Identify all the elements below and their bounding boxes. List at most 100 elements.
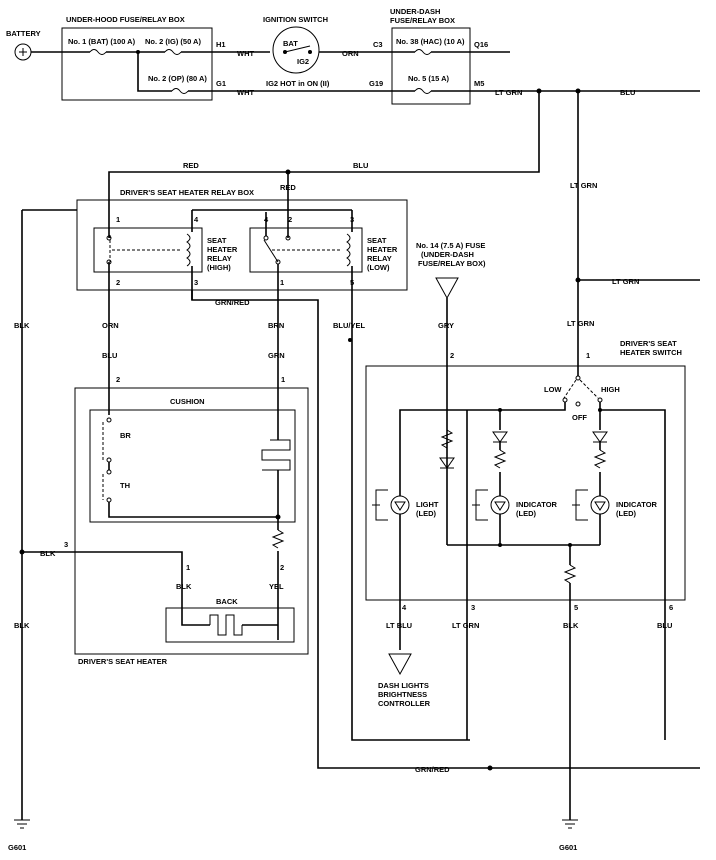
back-heater: [165, 607, 295, 643]
svg-text:No. 38 (HAC) (10 A): No. 38 (HAC) (10 A): [396, 37, 465, 46]
drivers-seat-heater-switch: [365, 365, 686, 601]
svg-text:BR: BR: [120, 431, 131, 440]
svg-text:SEAT: SEAT: [367, 236, 387, 245]
drivers-seat-heater: [74, 387, 309, 655]
battery-label: BATTERY: [6, 29, 41, 38]
svg-text:LT GRN: LT GRN: [495, 88, 522, 97]
relay-high: [93, 227, 203, 273]
svg-text:1: 1: [116, 215, 120, 224]
ignition-switch-label: IGNITION SWITCH: [263, 15, 328, 24]
svg-text:3: 3: [194, 278, 198, 287]
svg-text:No. 2 (OP) (80 A): No. 2 (OP) (80 A): [148, 74, 207, 83]
svg-text:BLK: BLK: [176, 582, 192, 591]
svg-text:BACK: BACK: [216, 597, 238, 606]
ignition-switch: [272, 26, 320, 74]
svg-text:LT GRN: LT GRN: [567, 319, 594, 328]
fuse14-triangle-icon: [435, 277, 459, 300]
svg-text:(LED): (LED): [616, 509, 636, 518]
svg-text:LT GRN: LT GRN: [612, 277, 639, 286]
svg-text:FUSE/RELAY BOX: FUSE/RELAY BOX: [390, 16, 455, 25]
svg-text:LT GRN: LT GRN: [570, 181, 597, 190]
ground-left-icon: [14, 819, 30, 829]
svg-text:INDICATOR: INDICATOR: [516, 500, 558, 509]
underdash-fuse-box: [391, 27, 471, 105]
svg-text:6: 6: [669, 603, 673, 612]
back-resistor: [271, 529, 285, 549]
svg-text:M5: M5: [474, 79, 484, 88]
svg-text:BLK: BLK: [14, 321, 30, 330]
ground-right-icon: [562, 819, 578, 829]
svg-text:GRN/RED: GRN/RED: [215, 298, 250, 307]
svg-text:BLU: BLU: [353, 161, 368, 170]
svg-text:LT BLU: LT BLU: [386, 621, 412, 630]
svg-text:HIGH: HIGH: [601, 385, 620, 394]
svg-text:CONTROLLER: CONTROLLER: [378, 699, 431, 708]
svg-text:BLK: BLK: [40, 549, 56, 558]
svg-text:(LED): (LED): [416, 509, 436, 518]
svg-text:BLU: BLU: [102, 351, 117, 360]
svg-text:1: 1: [586, 351, 590, 360]
svg-text:BLK: BLK: [563, 621, 579, 630]
svg-text:1: 1: [186, 563, 190, 572]
svg-text:IG2 HOT in ON (II): IG2 HOT in ON (II): [266, 79, 330, 88]
svg-text:G1: G1: [216, 79, 226, 88]
fuse-bat-symbol: [89, 49, 107, 55]
seat-heater-relay-box: [76, 199, 408, 291]
svg-text:WHT: WHT: [237, 49, 254, 58]
svg-text:HEATER: HEATER: [207, 245, 238, 254]
svg-text:HEATER: HEATER: [367, 245, 398, 254]
svg-text:RED: RED: [183, 161, 199, 170]
diode-low: [492, 431, 508, 443]
svg-text:FUSE/RELAY BOX): FUSE/RELAY BOX): [418, 259, 486, 268]
svg-text:DRIVER'S SEAT: DRIVER'S SEAT: [620, 339, 677, 348]
svg-text:G601: G601: [8, 843, 26, 852]
svg-text:C3: C3: [373, 40, 383, 49]
light-led: [390, 495, 410, 515]
diode-high: [592, 431, 608, 443]
svg-text:BAT: BAT: [283, 39, 298, 48]
indicator-led-low: [490, 495, 510, 515]
svg-text:3: 3: [64, 540, 68, 549]
svg-text:4: 4: [194, 215, 199, 224]
svg-text:ORN: ORN: [342, 49, 359, 58]
fuse-ig-symbol: [164, 49, 182, 55]
svg-text:CUSHION: CUSHION: [170, 397, 205, 406]
svg-text:OFF: OFF: [572, 413, 587, 422]
svg-text:GRY: GRY: [438, 321, 454, 330]
svg-text:WHT: WHT: [237, 88, 254, 97]
relay-low-coil: [346, 233, 351, 267]
svg-text:RED: RED: [280, 183, 296, 192]
underhood-fuse-box: [61, 27, 213, 101]
svg-text:No. 1 (BAT) (100 A): No. 1 (BAT) (100 A): [68, 37, 136, 46]
svg-text:3: 3: [471, 603, 475, 612]
svg-text:BLU: BLU: [620, 88, 635, 97]
svg-text:UNDER-DASH: UNDER-DASH: [390, 7, 440, 16]
svg-text:2: 2: [116, 278, 120, 287]
svg-text:DRIVER'S SEAT HEATER: DRIVER'S SEAT HEATER: [78, 657, 168, 666]
svg-text:2: 2: [280, 563, 284, 572]
indicator-led-high: [590, 495, 610, 515]
svg-text:LOW: LOW: [544, 385, 562, 394]
svg-text:No. 14 (7.5 A) FUSE: No. 14 (7.5 A) FUSE: [416, 241, 485, 250]
svg-text:LT GRN: LT GRN: [452, 621, 479, 630]
svg-text:(LED): (LED): [516, 509, 536, 518]
underhood-box-label: UNDER-HOOD FUSE/RELAY BOX: [66, 15, 185, 24]
svg-text:LIGHT: LIGHT: [416, 500, 439, 509]
svg-text:2: 2: [450, 351, 454, 360]
svg-text:1: 1: [280, 278, 284, 287]
svg-text:No. 2 (IG) (50 A): No. 2 (IG) (50 A): [145, 37, 201, 46]
svg-text:BRN: BRN: [268, 321, 284, 330]
svg-text:ORN: ORN: [102, 321, 119, 330]
svg-text:RELAY: RELAY: [207, 254, 232, 263]
svg-text:1: 1: [281, 375, 285, 384]
svg-text:IG2: IG2: [297, 57, 309, 66]
svg-text:4: 4: [402, 603, 407, 612]
svg-text:YEL: YEL: [269, 582, 284, 591]
svg-text:(UNDER-DASH: (UNDER-DASH: [421, 250, 474, 259]
svg-text:5: 5: [574, 603, 578, 612]
dash-lights-triangle-icon: [388, 653, 412, 676]
svg-text:BRIGHTNESS: BRIGHTNESS: [378, 690, 427, 699]
svg-text:H1: H1: [216, 40, 226, 49]
svg-text:HEATER SWITCH: HEATER SWITCH: [620, 348, 682, 357]
